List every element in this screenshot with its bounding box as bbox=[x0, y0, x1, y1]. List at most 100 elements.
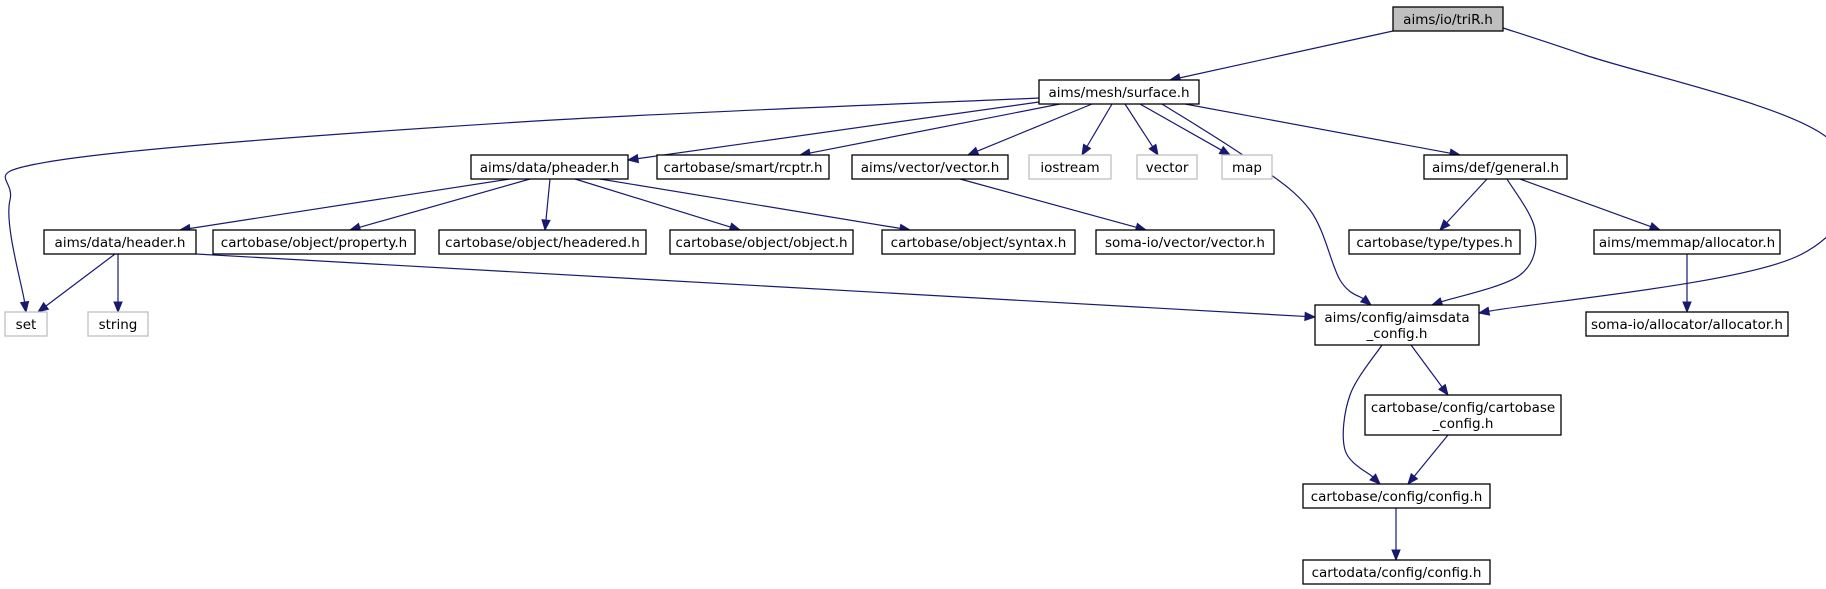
node-soma-allocator[interactable]: soma-io/allocator/allocator.h bbox=[1585, 311, 1789, 337]
edge-allocator-to-soma_allocator bbox=[1682, 254, 1692, 314]
node-property[interactable]: cartobase/object/property.h bbox=[212, 229, 416, 255]
node-label: cartobase/config/config.h bbox=[1311, 489, 1483, 505]
node-allocator[interactable]: aims/memmap/allocator.h bbox=[1593, 229, 1781, 255]
node-label: aims/config/aimsdata bbox=[1324, 310, 1469, 326]
node-vector-h[interactable]: aims/vector/vector.h bbox=[851, 154, 1009, 180]
node-label: _config.h bbox=[1432, 416, 1494, 432]
edge-header-to-aimsdata_config bbox=[195, 253, 1317, 322]
node-label: set bbox=[16, 317, 37, 333]
edge-surface-to-vector_h bbox=[966, 103, 1093, 156]
edge-pheader-to-object bbox=[574, 178, 742, 232]
node-box bbox=[43, 229, 197, 255]
edge-line bbox=[1086, 103, 1113, 147]
node-label: aims/io/triR.h bbox=[1403, 12, 1493, 28]
node-types[interactable]: cartobase/type/types.h bbox=[1348, 229, 1521, 255]
edge-line bbox=[1161, 103, 1364, 300]
node-box bbox=[1593, 229, 1781, 255]
node-box bbox=[1038, 79, 1200, 105]
edge-pheader-to-property bbox=[348, 178, 531, 232]
edge-line bbox=[599, 178, 901, 229]
node-tri[interactable]: aims/io/triR.h bbox=[1392, 6, 1504, 32]
edge-aimsdata_config-to-cartobase_config bbox=[1410, 344, 1449, 397]
edge-line bbox=[4, 97, 1040, 303]
node-label: cartobase/type/types.h bbox=[1356, 235, 1512, 251]
node-object[interactable]: cartobase/object/object.h bbox=[669, 229, 854, 255]
node-label: cartobase/smart/rcptr.h bbox=[663, 160, 822, 176]
node-general[interactable]: aims/def/general.h bbox=[1423, 154, 1568, 180]
node-syntax[interactable]: cartobase/object/syntax.h bbox=[881, 229, 1076, 255]
node-cartobase-config[interactable]: cartobase/config/cartobase_config.h bbox=[1364, 394, 1562, 436]
node-label: cartobase/object/property.h bbox=[221, 235, 407, 251]
edge-line bbox=[359, 178, 531, 228]
node-label: cartodata/config/config.h bbox=[1312, 565, 1482, 581]
node-aimsdata-config[interactable]: aims/config/aimsdata_config.h bbox=[1314, 304, 1480, 346]
arrow-head-icon bbox=[1304, 311, 1317, 322]
arrow-head-icon bbox=[1477, 306, 1491, 316]
arrow-head-icon bbox=[1391, 549, 1401, 562]
node-box bbox=[87, 311, 149, 337]
node-box bbox=[1302, 559, 1491, 585]
node-box bbox=[1095, 229, 1275, 255]
node-box bbox=[1585, 311, 1789, 337]
node-label: cartobase/object/object.h bbox=[675, 235, 847, 251]
edge-line bbox=[1519, 178, 1651, 228]
edge-line bbox=[637, 101, 1040, 160]
arrow-head-icon bbox=[113, 301, 123, 314]
node-label: _config.h bbox=[1366, 326, 1428, 342]
edge-surface-to-pheader bbox=[626, 101, 1040, 164]
edge-line bbox=[1342, 344, 1383, 478]
edge-line bbox=[195, 253, 1306, 318]
edge-line bbox=[959, 178, 1137, 228]
node-pheader[interactable]: aims/data/pheader.h bbox=[470, 154, 629, 180]
edge-general-to-types bbox=[1439, 178, 1488, 231]
arrow-head-icon bbox=[1437, 383, 1449, 397]
edge-pheader-to-header bbox=[178, 178, 511, 234]
node-label: cartobase/config/cartobase bbox=[1371, 400, 1555, 416]
node-box bbox=[438, 229, 647, 255]
node-label: soma-io/vector/vector.h bbox=[1105, 235, 1265, 251]
arrow-head-icon bbox=[19, 300, 30, 314]
node-box bbox=[4, 311, 48, 337]
edge-tri-to-aimsdata_config bbox=[1477, 27, 1826, 316]
node-label: cartobase/object/syntax.h bbox=[891, 235, 1067, 251]
edge-line bbox=[45, 253, 116, 307]
node-box bbox=[851, 154, 1009, 180]
arrow-head-icon bbox=[966, 146, 980, 156]
node-box bbox=[1302, 483, 1491, 509]
edge-pheader-to-syntax bbox=[599, 178, 912, 233]
edge-surface-to-general bbox=[1184, 103, 1462, 158]
arrow-head-icon bbox=[1648, 221, 1662, 231]
node-label: string bbox=[99, 317, 138, 333]
node-box bbox=[1221, 154, 1273, 180]
node-config[interactable]: cartobase/config/config.h bbox=[1302, 483, 1491, 509]
node-label: aims/memmap/allocator.h bbox=[1599, 235, 1775, 251]
edge-line bbox=[1139, 103, 1222, 151]
node-headered[interactable]: cartobase/object/headered.h bbox=[438, 229, 647, 255]
edge-line bbox=[1184, 103, 1451, 154]
node-somavector[interactable]: soma-io/vector/vector.h bbox=[1095, 229, 1275, 255]
node-label: aims/vector/vector.h bbox=[861, 160, 1000, 176]
node-set: set bbox=[4, 311, 48, 337]
arrow-head-icon bbox=[1218, 145, 1232, 156]
node-label: cartobase/object/headered.h bbox=[445, 235, 640, 251]
edge-line bbox=[977, 103, 1093, 152]
node-cartodata-config[interactable]: cartodata/config/config.h bbox=[1302, 559, 1491, 585]
node-surface[interactable]: aims/mesh/surface.h bbox=[1038, 79, 1200, 105]
node-rcptr[interactable]: cartobase/smart/rcptr.h bbox=[656, 154, 830, 180]
edge-config-to-cartodata_config bbox=[1391, 508, 1401, 562]
edge-line bbox=[1124, 103, 1154, 147]
node-box bbox=[1028, 154, 1112, 180]
node-string: string bbox=[87, 311, 149, 337]
arrow-head-icon bbox=[1369, 473, 1381, 485]
arrow-head-icon bbox=[36, 301, 50, 313]
node-label: aims/def/general.h bbox=[1432, 160, 1559, 176]
node-box bbox=[1314, 304, 1480, 346]
node-box bbox=[1423, 154, 1568, 180]
edge-line bbox=[1410, 344, 1443, 388]
node-header[interactable]: aims/data/header.h bbox=[43, 229, 197, 255]
arrow-head-icon bbox=[1682, 301, 1692, 314]
edge-aimsdata_config-to-config bbox=[1342, 344, 1383, 485]
edge-line bbox=[809, 103, 1061, 154]
node-vector: vector bbox=[1136, 154, 1198, 180]
